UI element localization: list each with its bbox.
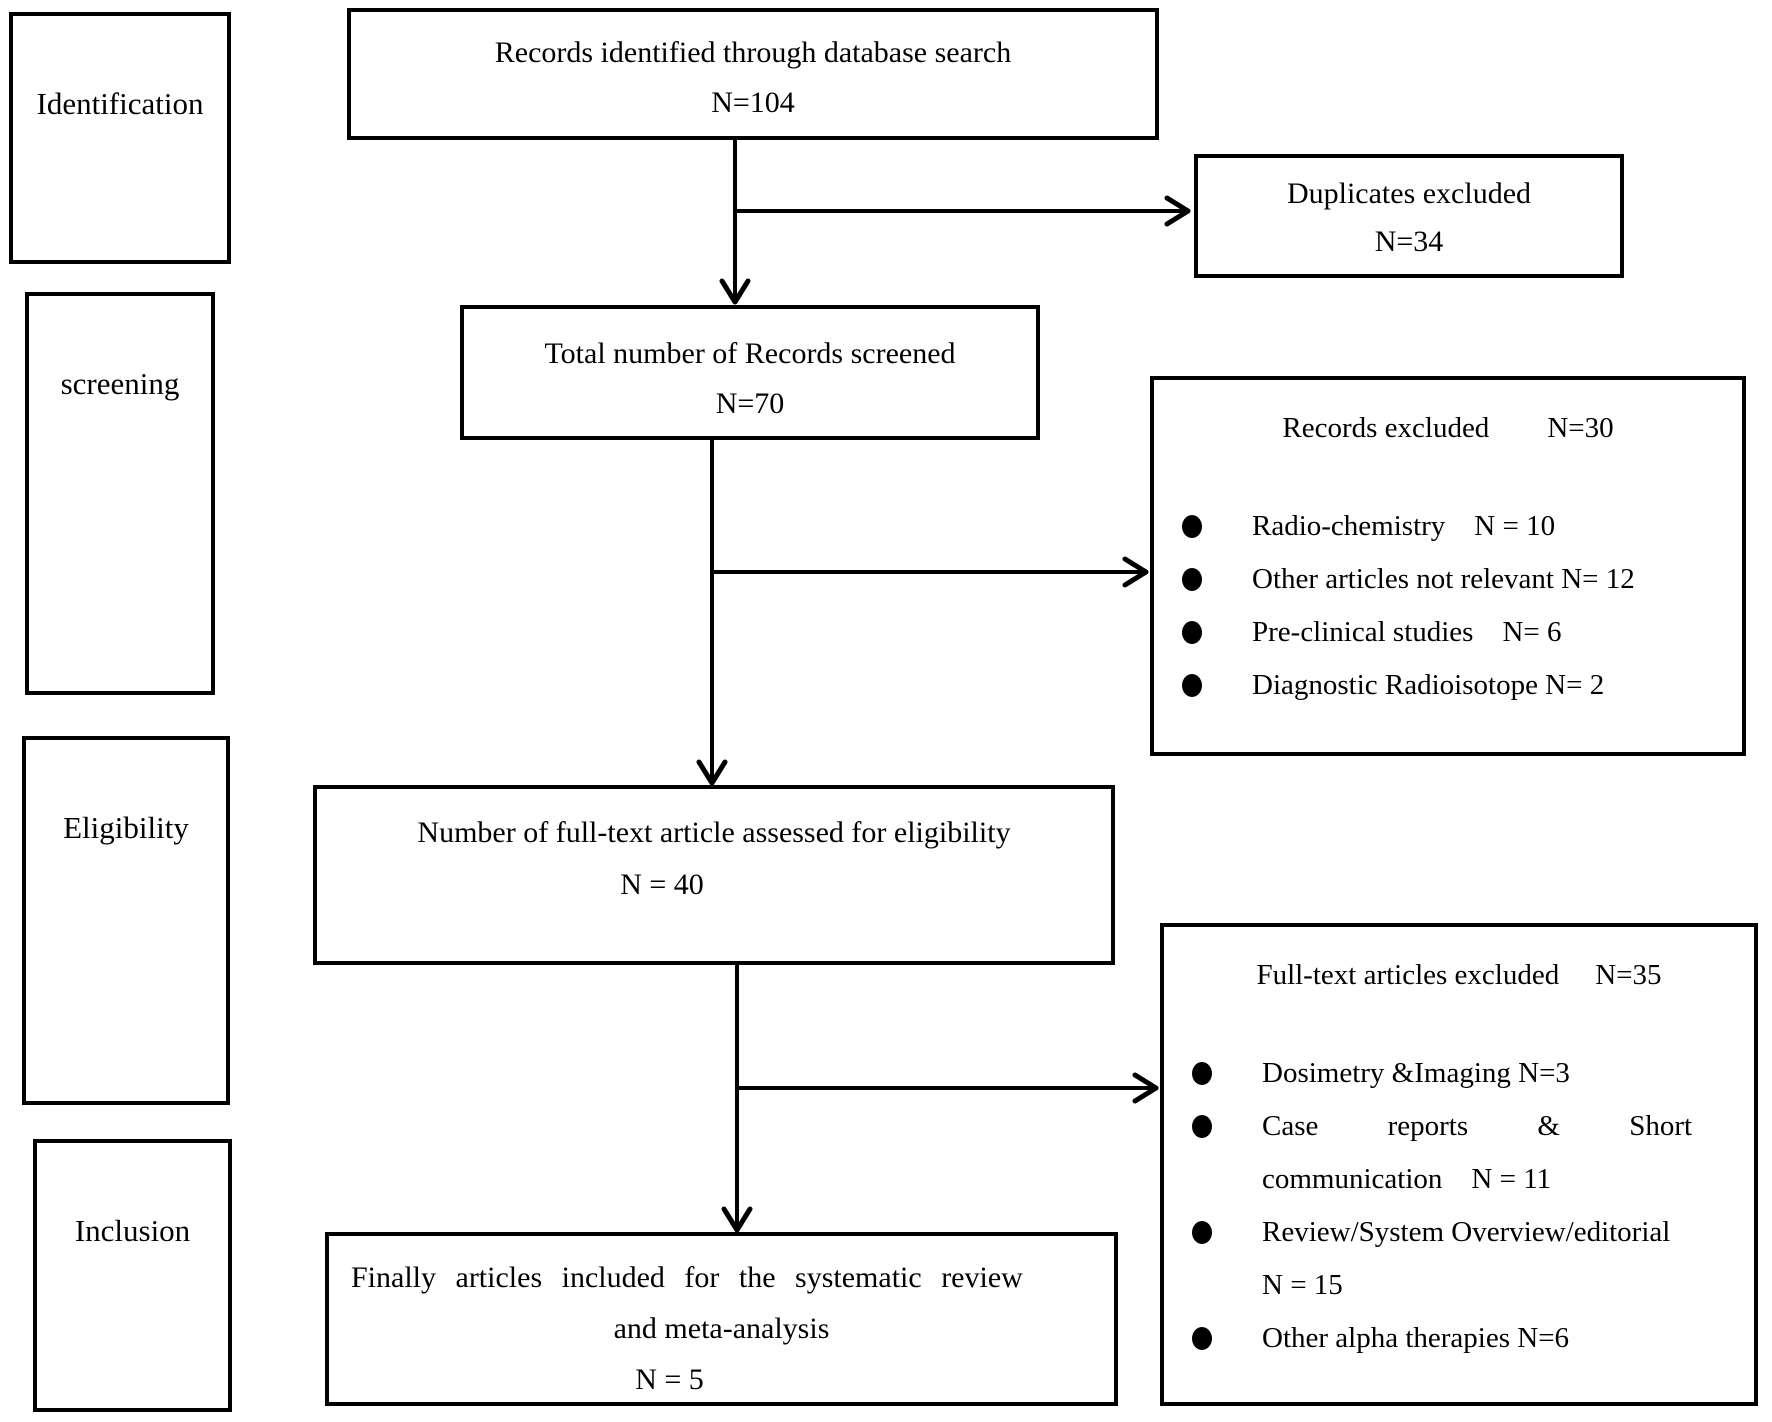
- fulltext-excluded-box: Full-text articles excluded N=35 Dosimet…: [1160, 923, 1758, 1406]
- list-item: Pre-clinical studies N= 6: [1154, 606, 1742, 659]
- duplicates-excluded-box: Duplicates excluded N=34: [1194, 154, 1624, 278]
- records-excluded-title: Records excluded: [1282, 412, 1490, 444]
- fulltext-assessed-count: N = 40: [620, 868, 704, 901]
- stage-label-text: screening: [60, 366, 180, 401]
- list-item: Diagnostic Radioisotope N= 2: [1154, 659, 1742, 712]
- reason-text: N = 15: [1262, 1269, 1343, 1301]
- duplicates-excluded-count: N=34: [1374, 225, 1444, 258]
- reason-text: Diagnostic Radioisotope N= 2: [1252, 669, 1605, 701]
- stage-label-text: Eligibility: [63, 810, 189, 845]
- arrowhead-down-icon: [696, 759, 728, 786]
- stage-label-text: Inclusion: [74, 1213, 191, 1248]
- arrowhead-down-icon: [719, 278, 751, 305]
- records-identified-text: Records identified through database sear…: [494, 36, 1012, 69]
- records-screened-text: Total number of Records screened: [544, 337, 956, 370]
- records-excluded-box: Records excluded N=30 Radio-chemistry N …: [1150, 376, 1746, 756]
- included-count: N = 5: [635, 1363, 704, 1396]
- list-item: Radio-chemistry N = 10: [1154, 500, 1742, 553]
- bullet-icon: [1192, 1221, 1212, 1244]
- fulltext-assessed-text: Number of full-text article assessed for…: [417, 816, 1011, 849]
- reason-text: Dosimetry &Imaging N=3: [1262, 1057, 1570, 1089]
- bullet-icon: [1182, 674, 1202, 697]
- list-item: Other articles not relevant N= 12: [1154, 553, 1742, 606]
- stage-label-eligibility: Eligibility: [22, 736, 230, 1105]
- records-identified-count: N=104: [711, 86, 795, 119]
- fulltext-excluded-header: Full-text articles excluded N=35: [1164, 927, 1754, 1001]
- reason-text: communication N = 11: [1262, 1163, 1552, 1195]
- reason-text: Pre-clinical studies N= 6: [1252, 616, 1562, 648]
- fulltext-excluded-count: N=35: [1595, 959, 1662, 991]
- bullet-icon: [1192, 1062, 1212, 1085]
- bullet-icon: [1192, 1115, 1212, 1138]
- records-screened-box: Total number of Records screened N=70: [460, 305, 1040, 440]
- stage-label-inclusion: Inclusion: [33, 1139, 232, 1412]
- included-box: Finally articles included for the system…: [325, 1232, 1118, 1406]
- included-text-line2: and meta-analysis: [613, 1312, 830, 1345]
- bullet-icon: [1192, 1327, 1212, 1350]
- list-item: Review/System Overview/editorial N = 15: [1164, 1206, 1754, 1312]
- bullet-icon: [1182, 515, 1202, 538]
- reason-text: Radio-chemistry N = 10: [1252, 510, 1556, 542]
- records-identified-box: Records identified through database sear…: [347, 8, 1159, 140]
- arrowhead-right-icon: [1122, 556, 1149, 588]
- arrowhead-down-icon: [721, 1206, 753, 1233]
- reason-text: Case reports & Short: [1262, 1110, 1693, 1142]
- list-item: Dosimetry &Imaging N=3: [1164, 1047, 1754, 1100]
- list-item: Other alpha therapies N=6: [1164, 1312, 1754, 1365]
- duplicates-excluded-text: Duplicates excluded: [1286, 177, 1532, 210]
- arrowhead-right-icon: [1132, 1072, 1159, 1104]
- records-excluded-header: Records excluded N=30: [1154, 380, 1742, 454]
- reason-text: Review/System Overview/editorial: [1262, 1216, 1671, 1248]
- arrowhead-right-icon: [1164, 195, 1191, 227]
- bullet-icon: [1182, 568, 1202, 591]
- records-screened-count: N=70: [715, 387, 785, 420]
- included-text-line1: Finally articles included for the system…: [351, 1261, 1023, 1294]
- records-excluded-reasons: Radio-chemistry N = 10 Other articles no…: [1154, 500, 1742, 712]
- list-item: Case reports & Short communication N = 1…: [1164, 1100, 1754, 1206]
- bullet-icon: [1182, 621, 1202, 644]
- reason-text: Other articles not relevant N= 12: [1252, 563, 1635, 595]
- fulltext-excluded-title: Full-text articles excluded: [1256, 959, 1560, 991]
- reason-text: Other alpha therapies N=6: [1262, 1322, 1570, 1354]
- fulltext-assessed-box: Number of full-text article assessed for…: [313, 785, 1115, 965]
- fulltext-excluded-reasons: Dosimetry &Imaging N=3 Case reports & Sh…: [1164, 1047, 1754, 1365]
- stage-label-identification: Identification: [9, 12, 231, 264]
- records-excluded-count: N=30: [1547, 412, 1614, 444]
- stage-label-text: Identification: [36, 86, 204, 121]
- stage-label-screening: screening: [25, 292, 215, 695]
